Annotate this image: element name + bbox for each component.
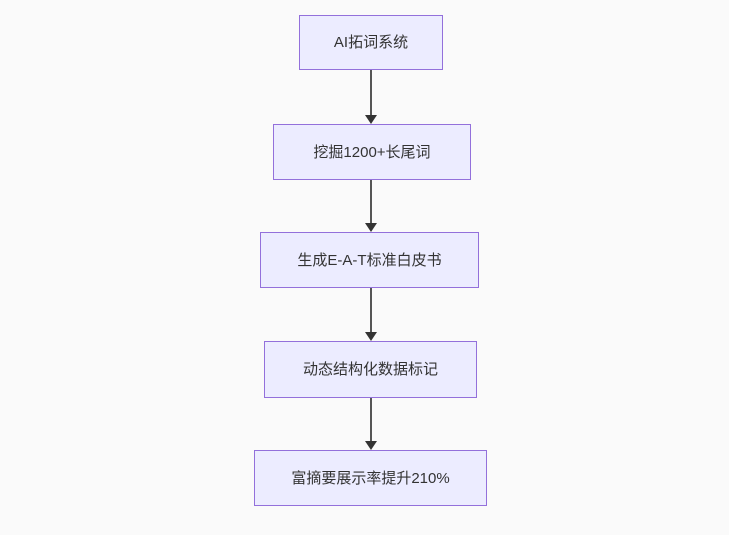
flow-edge-1 [365,70,377,124]
node-label: 动态结构化数据标记 [302,361,438,378]
edge-line [370,398,372,441]
edge-line [370,70,372,115]
node-label: AI拓词系统 [333,34,409,51]
edge-line [370,180,372,223]
arrowhead-icon [365,441,377,450]
node-label: 挖掘1200+长尾词 [313,143,431,161]
arrowhead-icon [365,223,377,232]
flow-node-eat-whitepaper: 生成E-A-T标准白皮书 [260,232,479,288]
arrowhead-icon [365,332,377,341]
node-label: 富摘要展示率提升210% [291,469,450,487]
flow-node-structured-data-markup: 动态结构化数据标记 [264,341,477,398]
flow-edge-3 [365,288,377,341]
flow-edge-4 [365,398,377,450]
flow-node-longtail-mining: 挖掘1200+长尾词 [273,124,471,180]
flow-edge-2 [365,180,377,232]
node-label: 生成E-A-T标准白皮书 [297,251,442,269]
flow-node-rich-snippet-result: 富摘要展示率提升210% [254,450,487,506]
edge-line [370,288,372,332]
arrowhead-icon [365,115,377,124]
flow-node-ai-expansion-system: AI拓词系统 [299,15,443,70]
